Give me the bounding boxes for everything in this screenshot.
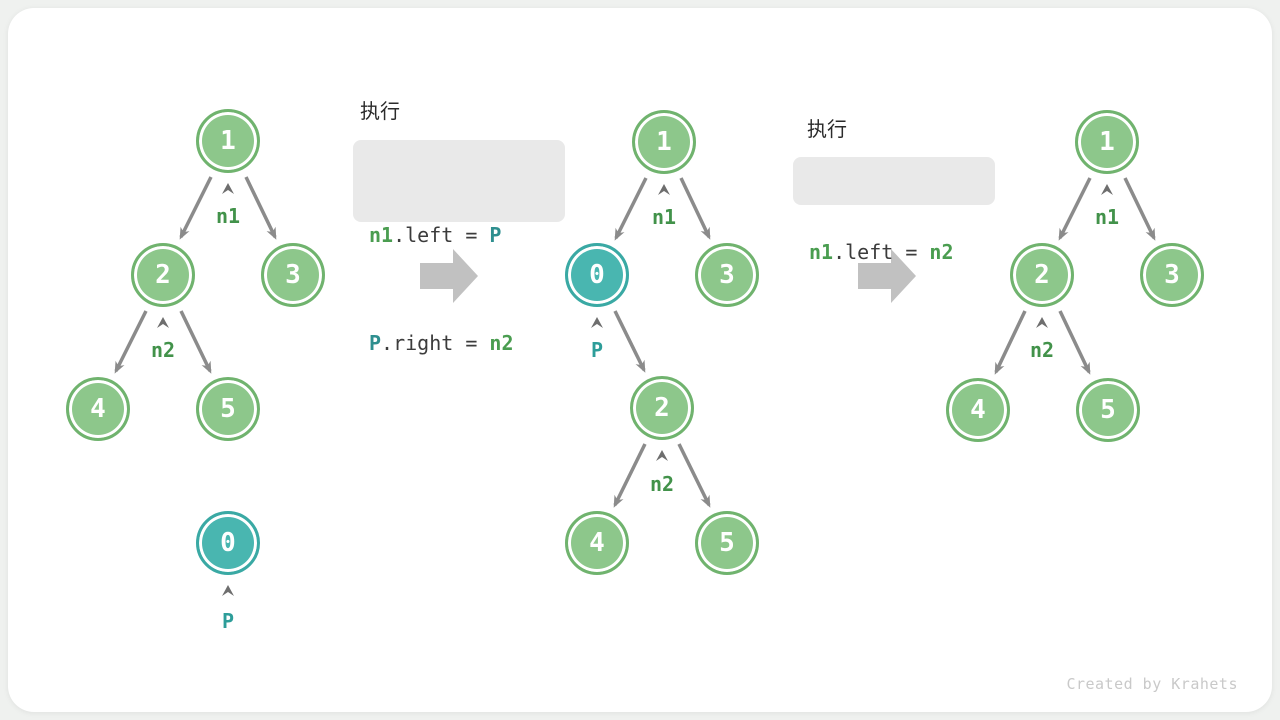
- chevron-up-icon: [1101, 184, 1113, 195]
- tree-node-detached: 0: [196, 511, 260, 575]
- code-title: 执行: [360, 99, 400, 123]
- tree-edges: [114, 176, 1156, 508]
- chevron-up-icon: [222, 183, 234, 194]
- step-arrows: [420, 249, 916, 303]
- pointer-label: P: [590, 338, 604, 362]
- tree-edge: [994, 310, 1027, 375]
- tree-node: 5: [1076, 378, 1140, 442]
- chevron-up-icon: [658, 184, 670, 195]
- tree-node: 0: [565, 243, 629, 307]
- tree-node: 4: [66, 377, 130, 441]
- chevron-up-icon: [157, 317, 169, 328]
- pointer-label: n2: [1029, 338, 1055, 362]
- tree-node: 2: [1010, 243, 1074, 307]
- code-block: n1.left = n2: [793, 157, 995, 264]
- pointer-label: P: [221, 609, 235, 633]
- pointer-label: n2: [649, 472, 675, 496]
- code-token: n2: [929, 240, 954, 264]
- code-line: P.right = n2: [369, 325, 549, 361]
- code-title: 执行: [807, 117, 847, 141]
- code-token: n2: [489, 331, 514, 355]
- tree-node: 3: [695, 243, 759, 307]
- chevron-up-icon: [1036, 317, 1048, 328]
- arrow-right-icon: [858, 249, 916, 303]
- chevrons: [157, 183, 1113, 596]
- code-token: n1: [369, 223, 394, 247]
- pointer-label: n1: [1094, 205, 1120, 229]
- chevron-up-icon: [222, 585, 234, 596]
- tree-edge: [179, 176, 213, 240]
- tree-node: 2: [630, 376, 694, 440]
- tree-node: 5: [196, 377, 260, 441]
- code-token: .left =: [833, 240, 930, 264]
- code-token: n1: [809, 240, 834, 264]
- tree-edge: [614, 177, 648, 241]
- code-token: P: [489, 223, 502, 247]
- tree-edge: [679, 177, 711, 240]
- tree-edge: [1058, 310, 1091, 375]
- code-token: .right =: [381, 331, 490, 355]
- tree-node: 3: [261, 243, 325, 307]
- pointer-label: n1: [651, 205, 677, 229]
- code-token: P: [369, 331, 382, 355]
- tree-node: 4: [565, 511, 629, 575]
- tree-edge: [613, 443, 647, 508]
- tree-edge: [1058, 177, 1092, 241]
- tree-edge: [677, 443, 711, 508]
- footer-credit: Created by Krahets: [1066, 675, 1238, 693]
- tree-edge: [244, 176, 277, 240]
- tree-edge: [114, 310, 148, 374]
- tree-edge: [613, 310, 646, 373]
- tree-node: 1: [1075, 110, 1139, 174]
- arrow-right-icon: [420, 249, 478, 303]
- tree-edge: [1123, 177, 1156, 241]
- code-line: n1.left = n2: [809, 234, 979, 270]
- tree-node: 5: [695, 511, 759, 575]
- tree-node: 2: [131, 243, 195, 307]
- tree-node: 3: [1140, 243, 1204, 307]
- code-block: n1.left = P P.right = n2: [353, 140, 565, 355]
- code-line: n1.left = P: [369, 217, 549, 253]
- chevron-up-icon: [656, 450, 668, 461]
- tree-node: 4: [946, 378, 1010, 442]
- chevron-up-icon: [591, 317, 603, 328]
- pointer-label: n1: [215, 204, 241, 228]
- tree-edge: [179, 310, 212, 374]
- tree-node: 1: [196, 109, 260, 173]
- pointer-label: n2: [150, 338, 176, 362]
- code-token: .left =: [393, 223, 490, 247]
- tree-node: 1: [632, 110, 696, 174]
